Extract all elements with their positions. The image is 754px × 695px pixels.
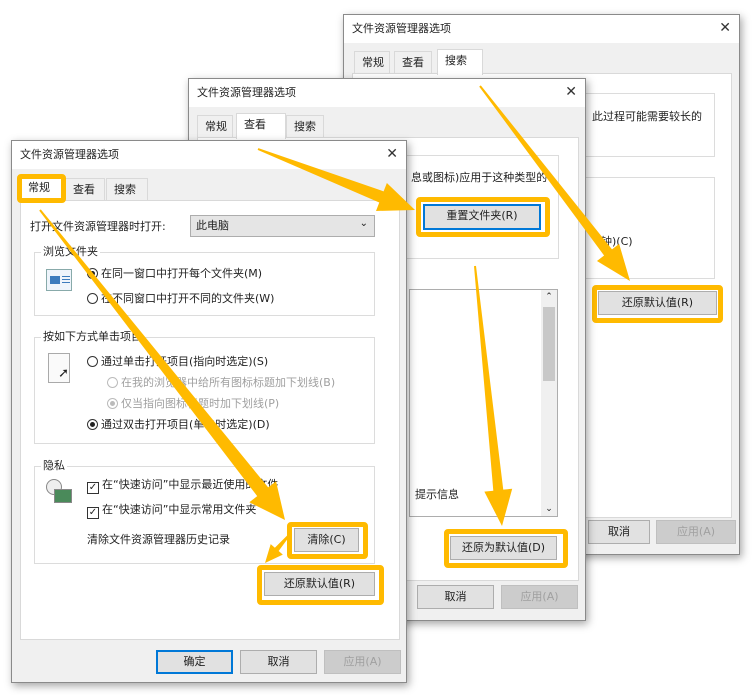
tab-view[interactable]: 查看: [236, 113, 286, 139]
folder-window-icon: [46, 269, 72, 291]
radio-new-window[interactable]: 在不同窗口中打开不同的文件夹(W): [87, 292, 274, 306]
apply-button[interactable]: 应用(A): [656, 520, 736, 544]
dialog-general: 文件资源管理器选项 ✕ 常规 查看 搜索 打开文件资源管理器时打开: 此电脑 ⌄ 浏…: [11, 140, 407, 683]
chevron-down-icon: ⌄: [359, 218, 368, 229]
dialog-title: 文件资源管理器选项: [352, 22, 451, 35]
scroll-down-icon[interactable]: ⌄: [545, 504, 553, 514]
cancel-button[interactable]: 取消: [240, 650, 317, 674]
folder-views-text: 息或图标)应用于这种类型的: [411, 171, 548, 184]
radio-label: 通过双击打开项目(单击时选定)(D): [101, 418, 270, 431]
clear-history-label: 清除文件资源管理器历史记录: [87, 533, 230, 546]
radio-label: 仅当指向图标标题时加下划线(P): [121, 397, 280, 410]
cancel-button[interactable]: 取消: [417, 585, 494, 609]
radio-button[interactable]: [107, 398, 118, 409]
close-icon[interactable]: ✕: [386, 146, 398, 162]
radio-same-window[interactable]: 在同一窗口中打开每个文件夹(M): [87, 267, 262, 281]
tab-view[interactable]: 查看: [65, 178, 105, 200]
scroll-thumb[interactable]: [543, 307, 555, 381]
checkbox-recent-files[interactable]: ✓在“快速访问”中显示最近使用的文件: [87, 478, 278, 494]
tab-general[interactable]: 常规: [20, 176, 62, 202]
radio-button[interactable]: [87, 356, 98, 367]
title-bar: 文件资源管理器选项 ✕: [189, 79, 585, 107]
radio-label: 在不同窗口中打开不同的文件夹(W): [101, 292, 275, 305]
clear-button[interactable]: 清除(C): [294, 528, 359, 552]
checkbox[interactable]: ✓: [87, 482, 99, 494]
radio-single-click[interactable]: 通过单击打开项目(指向时选定)(S): [87, 355, 268, 369]
cancel-button[interactable]: 取消: [588, 520, 650, 544]
open-dropdown[interactable]: 此电脑 ⌄: [190, 215, 375, 237]
close-icon[interactable]: ✕: [565, 84, 577, 100]
open-dropdown-value: 此电脑: [196, 219, 229, 232]
search-option-text: 钟)(C): [601, 235, 633, 248]
title-bar: 文件资源管理器选项 ✕: [344, 15, 739, 43]
close-icon[interactable]: ✕: [719, 20, 731, 36]
tab-search[interactable]: 搜索: [437, 49, 483, 75]
checkbox-label: 在“快速访问”中显示常用文件夹: [102, 503, 257, 516]
apply-button[interactable]: 应用(A): [324, 650, 401, 674]
radio-button[interactable]: [87, 293, 98, 304]
search-option-text: 此过程可能需要较长的: [592, 110, 702, 123]
title-bar: 文件资源管理器选项 ✕: [12, 141, 406, 169]
group-label: 浏览文件夹: [41, 245, 100, 259]
tab-view[interactable]: 查看: [394, 51, 432, 73]
browse-folders-group: 浏览文件夹: [34, 245, 375, 316]
group-label: 按如下方式单击项目: [41, 330, 144, 344]
tab-search[interactable]: 搜索: [286, 115, 324, 137]
tab-general[interactable]: 常规: [197, 115, 233, 137]
dialog-title: 文件资源管理器选项: [20, 148, 119, 161]
checkbox-frequent-folders[interactable]: ✓在“快速访问”中显示常用文件夹: [87, 503, 256, 519]
clock-history-icon: [46, 479, 74, 505]
pointer-document-icon: ➚: [48, 353, 70, 383]
scrollbar[interactable]: ⌃ ⌄: [541, 290, 557, 516]
radio-button[interactable]: [87, 419, 98, 430]
apply-button[interactable]: 应用(A): [501, 585, 578, 609]
ok-button[interactable]: 确定: [156, 650, 233, 674]
dialog-title: 文件资源管理器选项: [197, 86, 296, 99]
list-item-text: 提示信息: [415, 488, 459, 501]
checkbox[interactable]: ✓: [87, 507, 99, 519]
radio-label: 通过单击打开项目(指向时选定)(S): [101, 355, 269, 368]
radio-underline-hover[interactable]: 仅当指向图标标题时加下划线(P): [107, 397, 279, 411]
tab-general[interactable]: 常规: [354, 51, 390, 73]
restore-defaults-button[interactable]: 还原默认值(R): [264, 572, 375, 596]
checkbox-label: 在“快速访问”中显示最近使用的文件: [102, 478, 279, 491]
restore-defaults-button[interactable]: 还原默认值(R): [598, 291, 717, 315]
advanced-settings-list[interactable]: [409, 289, 558, 517]
radio-label: 在我的浏览器中给所有图标标题加下划线(B): [121, 376, 336, 389]
radio-underline-all[interactable]: 在我的浏览器中给所有图标标题加下划线(B): [107, 376, 335, 390]
radio-label: 在同一窗口中打开每个文件夹(M): [101, 267, 263, 280]
tab-search[interactable]: 搜索: [106, 178, 148, 200]
radio-button[interactable]: [107, 377, 118, 388]
restore-defaults-button[interactable]: 还原为默认值(D): [450, 536, 557, 560]
reset-folders-button[interactable]: 重置文件夹(R): [423, 204, 541, 230]
scroll-up-icon[interactable]: ⌃: [545, 292, 553, 302]
open-label: 打开文件资源管理器时打开:: [30, 220, 166, 233]
radio-double-click[interactable]: 通过双击打开项目(单击时选定)(D): [87, 418, 270, 432]
group-label: 隐私: [41, 459, 67, 473]
radio-button[interactable]: [87, 268, 98, 279]
